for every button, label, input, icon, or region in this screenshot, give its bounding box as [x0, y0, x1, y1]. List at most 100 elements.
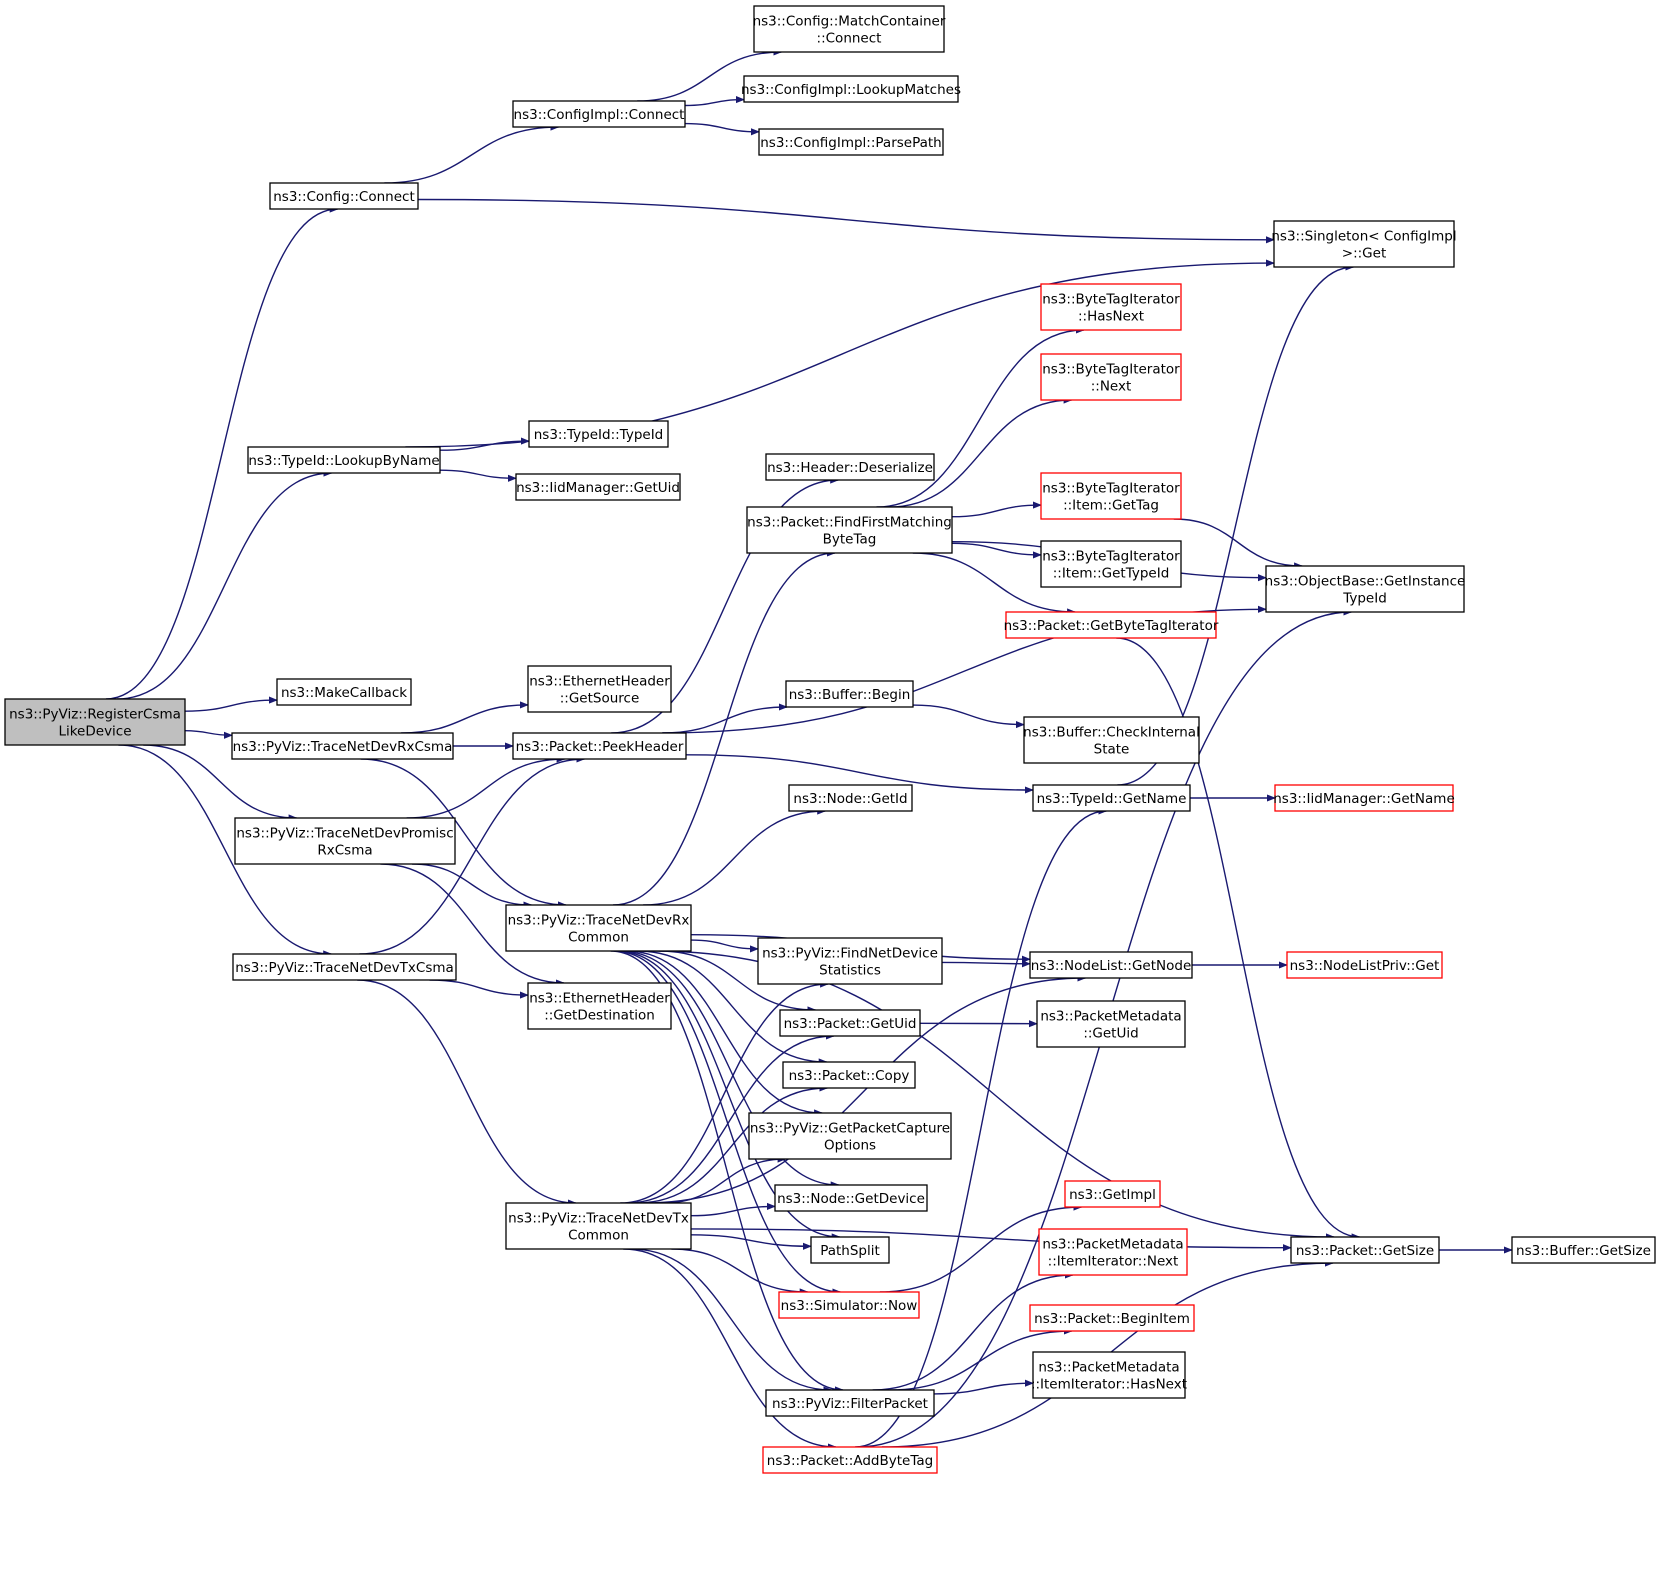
node-label-line: Common	[568, 930, 629, 946]
node-buf-begin[interactable]: ns3::Buffer::Begin	[785, 680, 914, 708]
node-box	[1036, 1000, 1186, 1048]
node-box	[753, 5, 945, 53]
node-box	[527, 982, 672, 1030]
node-eth-getdest[interactable]: ns3::EthernetHeader::GetDestination	[527, 982, 672, 1030]
edge-filterpacket-to-pm_it_next	[872, 1271, 1074, 1391]
node-eth-getsource[interactable]: ns3::EthernetHeader::GetSource	[527, 665, 672, 713]
node-pathsplit[interactable]: PathSplit	[810, 1236, 890, 1264]
edge-findfirst-to-getbytetagit	[912, 552, 1077, 616]
node-label-line: ::Item::GetTag	[1063, 498, 1159, 514]
edge-cfgimpl_connect-to-mc_connect	[637, 48, 783, 102]
node-label-line: ns3::Packet::GetByteTagIterator	[1004, 618, 1219, 634]
node-nodelist-getnode[interactable]: ns3::NodeList::GetNode	[1029, 951, 1193, 979]
node-box	[762, 1446, 938, 1474]
node-bti-gettag[interactable]: ns3::ByteTagIterator::Item::GetTag	[1040, 472, 1182, 520]
node-box	[528, 420, 669, 448]
node-singleton-get[interactable]: ns3::Singleton< ConfigImpl >::Get	[1271, 220, 1457, 268]
node-label-line: ::ItemIterator::Next	[1048, 1254, 1179, 1270]
node-iid-getuid[interactable]: ns3::IidManager::GetUid	[515, 473, 681, 501]
node-label-line: ns3::Config::Connect	[273, 189, 415, 205]
node-pkt-copy[interactable]: ns3::Packet::Copy	[782, 1061, 916, 1089]
edge-typeid_getname-to-singleton_get	[1117, 263, 1355, 786]
node-label-line: ByteTag	[823, 532, 877, 548]
node-typeid-typeid[interactable]: ns3::TypeId::TypeId	[528, 420, 669, 448]
node-pm-getuid[interactable]: ns3::PacketMetadata::GetUid	[1036, 1000, 1186, 1048]
edge-cfgimpl_connect-to-lookupmatches	[684, 96, 745, 107]
node-label-line: ns3::GetImpl	[1069, 1187, 1156, 1203]
node-box	[505, 904, 692, 952]
node-getimpl[interactable]: ns3::GetImpl	[1064, 1180, 1161, 1208]
node-box	[505, 1202, 692, 1250]
node-node-getid[interactable]: ns3::Node::GetId	[788, 784, 913, 812]
node-box	[1265, 565, 1465, 613]
node-label-line: ns3::ConfigImpl::ParsePath	[760, 135, 942, 151]
node-label-line: ns3::NodeListPriv::Get	[1290, 958, 1440, 974]
node-rxcsma[interactable]: ns3::PyViz::TraceNetDevRxCsma	[231, 732, 454, 760]
node-bti-next[interactable]: ns3::ByteTagIterator::Next	[1040, 353, 1182, 401]
edge-txcommon-to-pathsplit	[690, 1234, 812, 1250]
node-box	[515, 473, 681, 501]
node-txcsma[interactable]: ns3::PyViz::TraceNetDevTxCsma	[232, 953, 457, 981]
node-peekheader[interactable]: ns3::Packet::PeekHeader	[512, 732, 687, 760]
node-pm-it-next[interactable]: ns3::PacketMetadata::ItemIterator::Next	[1038, 1228, 1188, 1276]
node-label-line: TypeId	[1342, 591, 1387, 607]
node-label-line: ns3::ConfigImpl::LookupMatches	[741, 82, 961, 98]
node-label-line: ns3::Node::GetId	[793, 791, 907, 807]
node-iid-getname[interactable]: ns3::IidManager::GetName	[1273, 784, 1455, 812]
node-filterpacket[interactable]: ns3::PyViz::FilterPacket	[765, 1389, 935, 1417]
node-buf-getsize[interactable]: ns3::Buffer::GetSize	[1511, 1236, 1656, 1264]
node-hdr-deser[interactable]: ns3::Header::Deserialize	[765, 453, 935, 481]
node-getbytetagit[interactable]: ns3::Packet::GetByteTagIterator	[1004, 611, 1219, 639]
node-nodelistpriv-get[interactable]: ns3::NodeListPriv::Get	[1286, 951, 1443, 979]
node-label-line: ::ItemIterator::HasNext	[1031, 1377, 1187, 1393]
node-cfgimpl-connect[interactable]: ns3::ConfigImpl::Connect	[512, 100, 686, 128]
node-box	[231, 732, 454, 760]
node-bti-hasnext[interactable]: ns3::ByteTagIterator::HasNext	[1040, 283, 1182, 331]
node-addbytetag[interactable]: ns3::Packet::AddByteTag	[762, 1446, 938, 1474]
edge-txcommon-to-filterpacket	[631, 1248, 833, 1394]
node-pm-it-hasnext[interactable]: ns3::PacketMetadata::ItemIterator::HasNe…	[1031, 1351, 1187, 1399]
node-cfg-connect[interactable]: ns3::Config::Connect	[269, 182, 419, 210]
node-lookupbyname[interactable]: ns3::TypeId::LookupByName	[247, 446, 441, 474]
edge-txcommon-to-addbytetag	[623, 1248, 837, 1451]
node-box	[1511, 1236, 1656, 1264]
node-box	[1286, 951, 1443, 979]
edge-txcommon-to-pkt_copy	[636, 1084, 829, 1204]
node-pkt-getuid[interactable]: ns3::Packet::GetUid	[779, 1009, 921, 1037]
node-box	[765, 453, 935, 481]
node-box	[788, 784, 913, 812]
node-pkt-beginitem[interactable]: ns3::Packet::BeginItem	[1029, 1304, 1195, 1332]
node-pkt-getsize[interactable]: ns3::Packet::GetSize	[1290, 1236, 1440, 1264]
node-parsepath[interactable]: ns3::ConfigImpl::ParsePath	[758, 128, 944, 156]
node-mc-connect[interactable]: ns3::Config::MatchContainer::Connect	[753, 5, 946, 53]
node-bti-gettypeid[interactable]: ns3::ByteTagIterator::Item::GetTypeId	[1040, 540, 1182, 588]
edge-rxcommon-to-findnetdev	[690, 939, 759, 953]
node-label-line: ns3::Packet::GetSize	[1296, 1243, 1434, 1259]
node-label-line: ns3::Packet::Copy	[789, 1068, 910, 1084]
node-sim-now[interactable]: ns3::Simulator::Now	[778, 1291, 920, 1319]
node-box	[1032, 1351, 1186, 1399]
node-box	[4, 698, 186, 746]
edge-rxcommon-to-node_getid	[643, 807, 827, 906]
node-label-line: ns3::Config::MatchContainer	[753, 14, 946, 30]
node-node-getdevice[interactable]: ns3::Node::GetDevice	[774, 1184, 928, 1212]
node-typeid-getname[interactable]: ns3::TypeId::GetName	[1032, 784, 1191, 812]
edge-rxcsma-to-rxcommon	[360, 758, 567, 909]
node-box	[1274, 784, 1454, 812]
node-lookupmatches[interactable]: ns3::ConfigImpl::LookupMatches	[741, 75, 961, 103]
node-makecallback[interactable]: ns3::MakeCallback	[276, 678, 412, 706]
node-label-line: ns3::ByteTagIterator	[1042, 481, 1180, 497]
edge-root-to-promisc	[143, 744, 298, 822]
node-box	[512, 100, 686, 128]
node-box	[247, 446, 441, 474]
edge-findfirst-to-bti_gettag	[951, 501, 1042, 518]
